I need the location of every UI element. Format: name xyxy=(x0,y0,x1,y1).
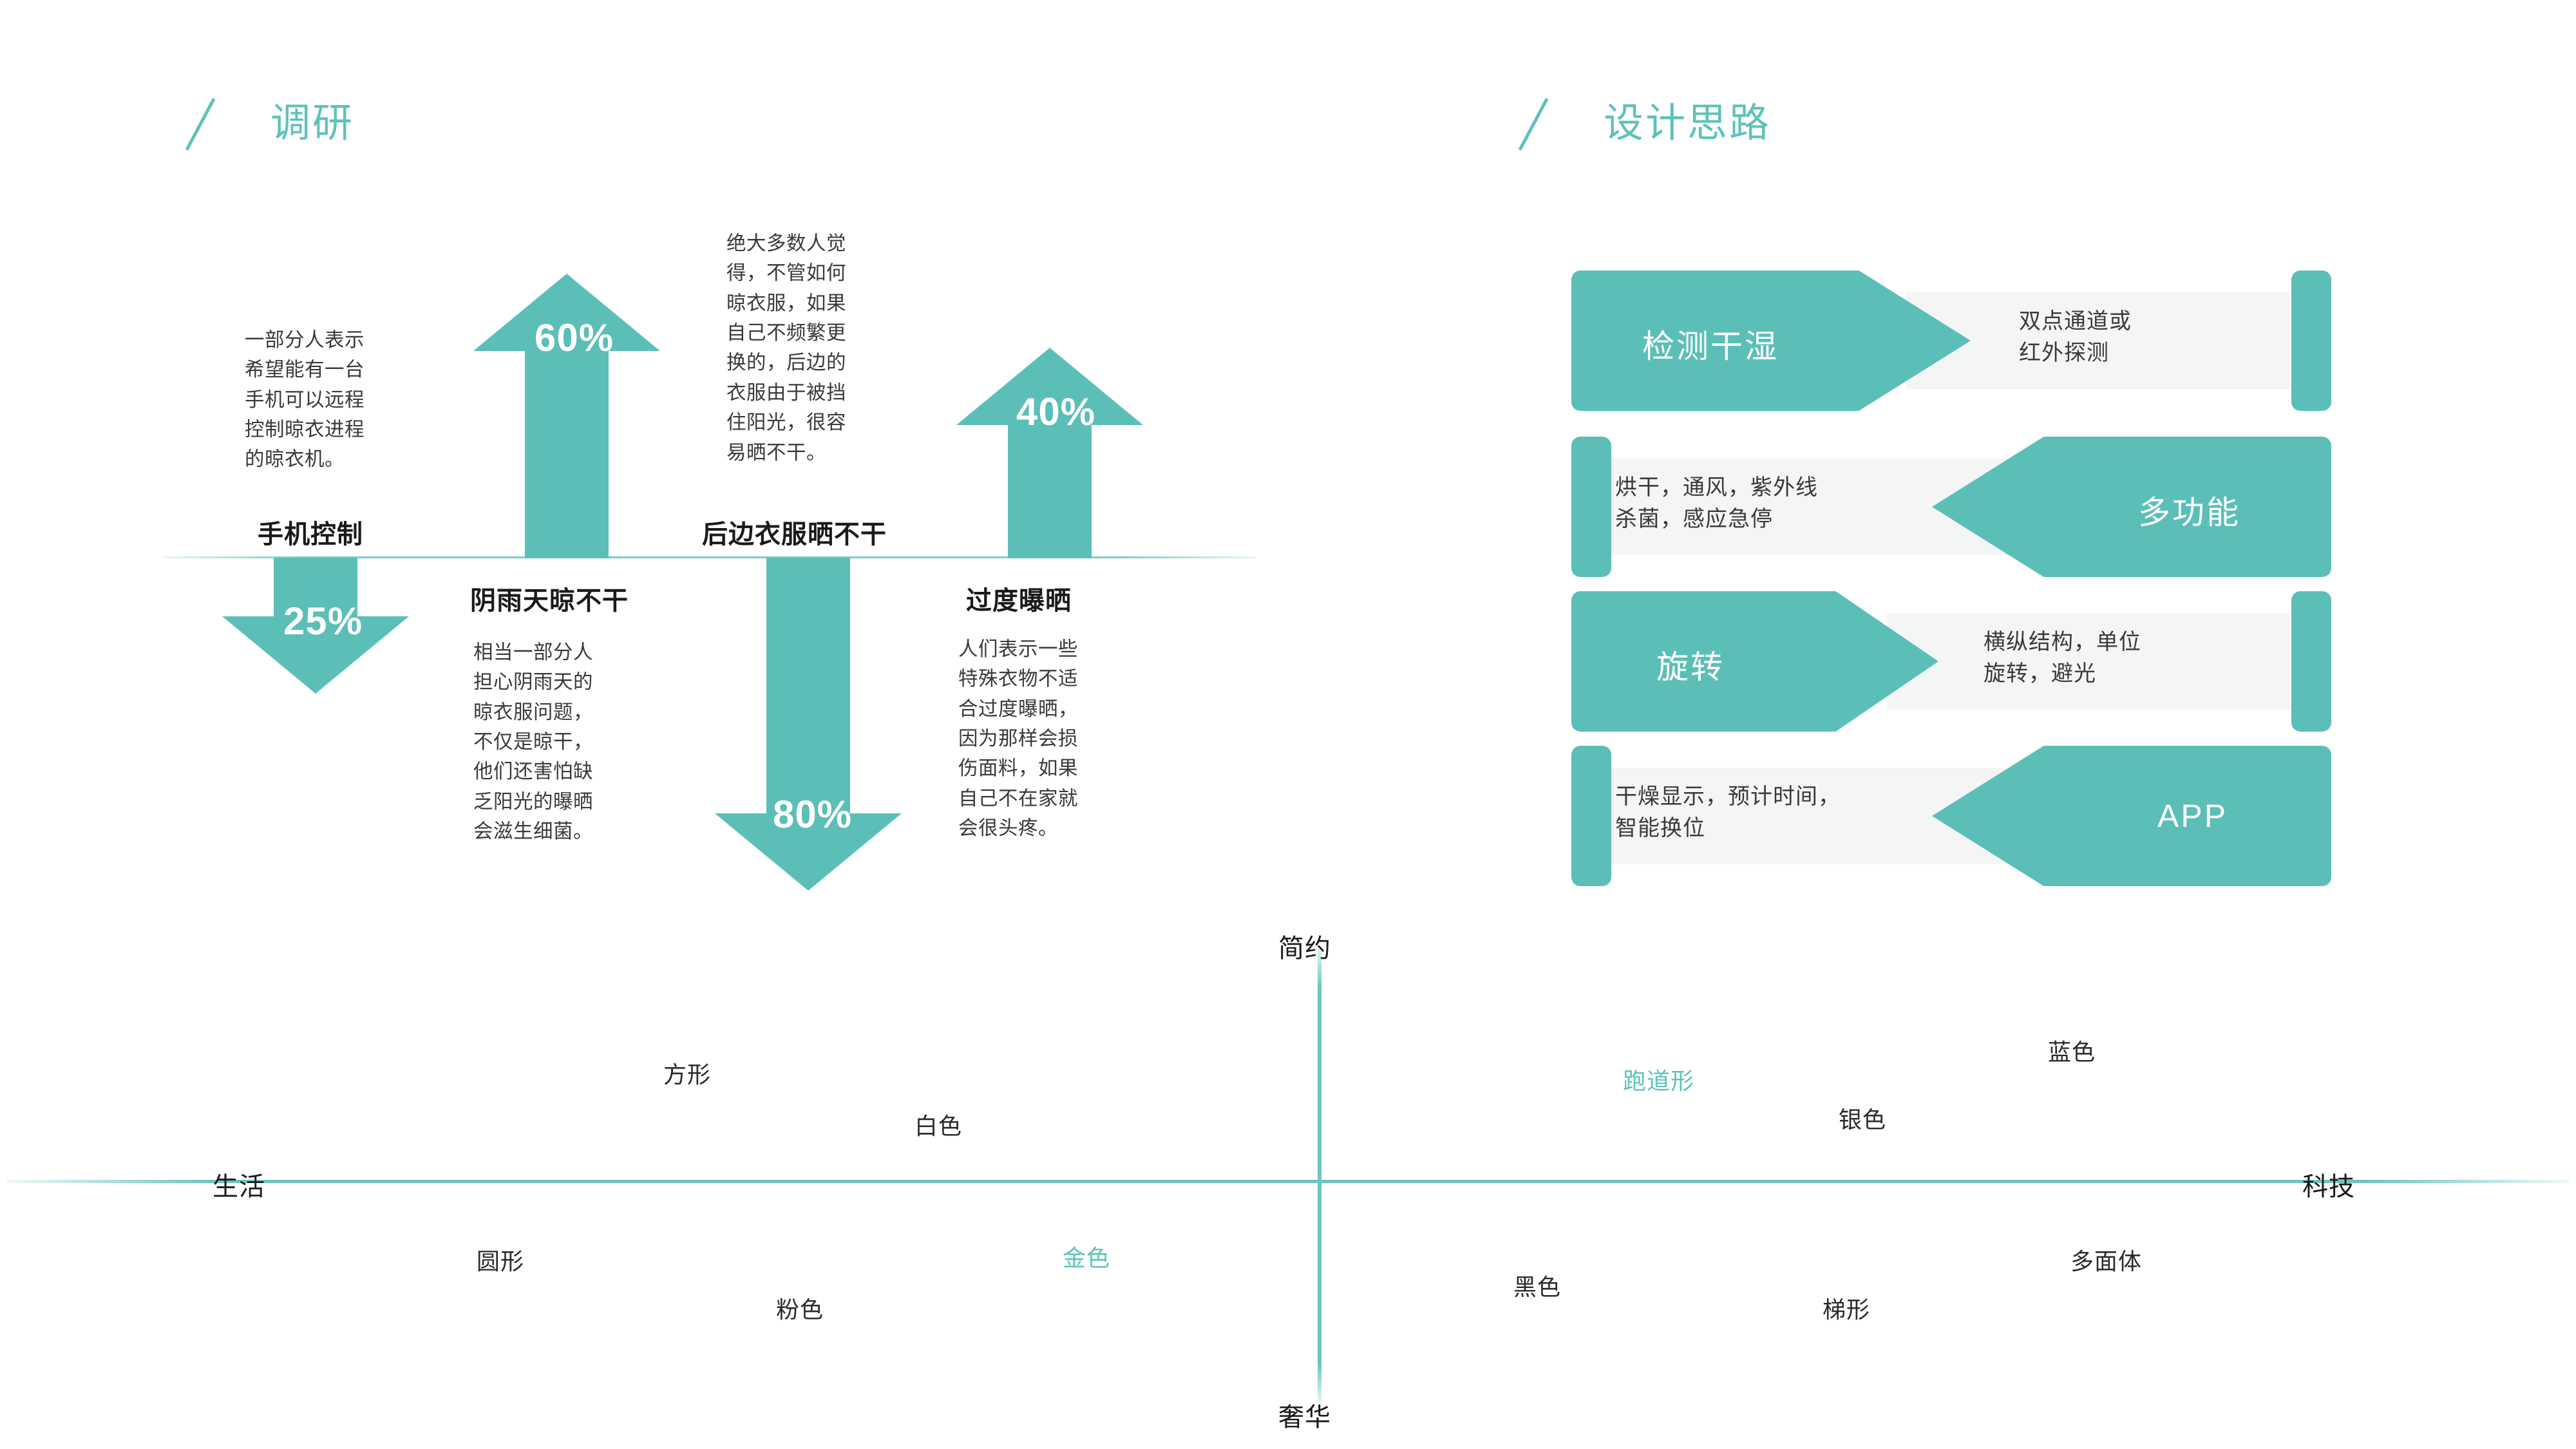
design-row-label-0: 检测干湿 xyxy=(1642,328,1779,365)
research-desc-3: 人们表示一些 特殊衣物不适 合过度曝晒， 因为那样会损 伤面料，如果 自己不在家… xyxy=(958,638,1078,840)
matrix-item-baise: 白色 xyxy=(914,1113,963,1139)
design-row-body-2 xyxy=(1887,613,2318,710)
matrix-item-duomianti: 多面体 xyxy=(2070,1248,2143,1274)
design-row-2[interactable]: 旋转 横纵结构，单位 旋转，避光 xyxy=(1571,591,2331,732)
design-row-label-3: APP xyxy=(2157,798,2228,834)
matrix-axis-bottom: 奢华 xyxy=(1278,1403,1331,1432)
design-row-text-0: 双点通道或 红外探测 xyxy=(2019,309,2132,366)
research-heading-label: 调研 xyxy=(270,101,355,146)
design-heading-label: 设计思路 xyxy=(1604,101,1772,146)
matrix-item-lanse: 蓝色 xyxy=(2048,1039,2096,1065)
design-row-tab-1 xyxy=(1571,437,1611,577)
design-row-label-1: 多功能 xyxy=(2138,495,2240,531)
design-row-chevron-1 xyxy=(1932,437,2331,577)
matrix-item-fense: 粉色 xyxy=(776,1296,824,1323)
slash-icon xyxy=(1546,98,1584,140)
matrix-item-yuanxing: 圆形 xyxy=(477,1248,525,1274)
matrix-item-tixing: 梯形 xyxy=(1823,1296,1871,1323)
design-row-tab-2 xyxy=(2291,591,2331,732)
research-pct-1: 60% xyxy=(535,316,614,359)
matrix-axis-right: 科技 xyxy=(2302,1173,2355,1201)
slash-icon xyxy=(213,98,251,140)
research-pct-0: 25% xyxy=(283,600,363,643)
design-row-tab-0 xyxy=(2291,270,2331,411)
matrix-axis-top: 简约 xyxy=(1278,934,1331,963)
research-category-2: 后边衣服晒不干 xyxy=(702,520,887,549)
research-category-1: 阴雨天晾不干 xyxy=(470,587,629,615)
matrix-item-jinse: 金色 xyxy=(1063,1245,1111,1271)
design-row-0[interactable]: 检测干湿 双点通道或 红外探测 xyxy=(1571,270,2331,411)
design-row-chevron-2 xyxy=(1571,591,1938,732)
design-row-text-1: 烘干，通风，紫外线 杀菌，感应急停 xyxy=(1615,475,1818,532)
research-pct-2: 80% xyxy=(773,793,853,836)
design-row-3[interactable]: APP 干燥显示，预计时间， 智能换位 xyxy=(1571,746,2331,886)
research-desc-1: 相当一部分人 担心阴雨天的 晾衣服问题， 不仅是晾干， 他们还害怕缺 乏阳光的曝… xyxy=(473,641,593,843)
research-heading: 调研 xyxy=(213,90,354,148)
matrix-item-paodaoxing: 跑道形 xyxy=(1623,1068,1695,1094)
research-pct-3: 40% xyxy=(1016,390,1096,433)
design-row-text-3: 干燥显示，预计时间， 智能换位 xyxy=(1615,784,1841,841)
design-row-1[interactable]: 多功能 烘干，通风，紫外线 杀菌，感应急停 xyxy=(1571,437,2331,577)
matrix-item-heise: 黑色 xyxy=(1513,1274,1562,1300)
matrix-item-fangxing: 方形 xyxy=(663,1061,712,1088)
design-section: 设计思路 检测干湿 双点通道或 红外探测 多功能 烘干，通风，紫外线 杀菌，感应… xyxy=(1533,0,2576,927)
chart-baseline xyxy=(164,556,1256,558)
positioning-matrix: 生活 科技 简约 奢华 方形 白色 跑道形 蓝色 银色 圆形 粉色 金色 黑色 … xyxy=(0,927,2576,1449)
matrix-horizontal-axis xyxy=(6,1180,2570,1183)
design-row-label-2: 旋转 xyxy=(1656,649,1725,685)
research-desc-2: 绝大多数人觉 得，不管如何 晾衣服，如果 自己不频繁更 换的，后边的 衣服由于被… xyxy=(726,232,846,464)
research-category-0: 手机控制 xyxy=(258,520,363,549)
design-row-body-0 xyxy=(1906,292,2318,389)
design-row-text-2: 横纵结构，单位 旋转，避光 xyxy=(1984,630,2141,687)
matrix-axis-left: 生活 xyxy=(213,1173,265,1201)
design-heading: 设计思路 xyxy=(1546,90,1771,148)
matrix-vertical-axis xyxy=(1318,940,1321,1410)
design-row-tab-3 xyxy=(1571,746,1611,886)
design-row-chevron-3 xyxy=(1932,746,2331,886)
research-category-3: 过度曝晒 xyxy=(966,587,1072,615)
research-section: 调研 一部分人表示 希望能有一台 手机可以远程 控制晾衣进程 的晾衣机。 手机控… xyxy=(0,0,1320,927)
matrix-item-yinse: 银色 xyxy=(1839,1106,1887,1133)
research-desc-0: 一部分人表示 希望能有一台 手机可以远程 控制晾衣进程 的晾衣机。 xyxy=(245,329,365,471)
